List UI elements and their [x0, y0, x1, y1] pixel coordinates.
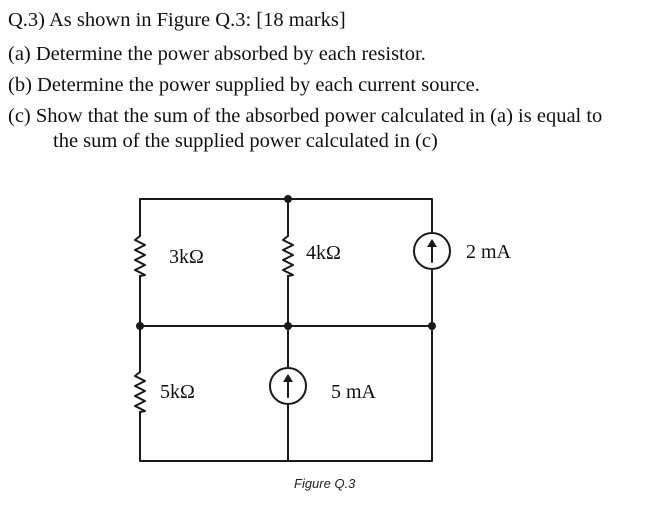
node-mid-left: [136, 322, 144, 330]
question-header: Q.3) As shown in Figure Q.3: [18 marks]: [8, 9, 346, 31]
resistor-4k: [282, 235, 294, 277]
label-5ma: 5 mA: [331, 381, 377, 403]
question-part-c-line1: (c) Show that the sum of the absorbed po…: [8, 105, 603, 127]
label-3k: 3kΩ: [169, 246, 204, 268]
question-part-b: (b) Determine the power supplied by each…: [8, 74, 480, 96]
figure-caption: Figure Q.3: [294, 476, 356, 491]
label-5k: 5kΩ: [160, 381, 195, 403]
arrow-head-2ma: [427, 239, 437, 247]
node-mid-right: [428, 322, 436, 330]
label-4k: 4kΩ: [306, 242, 341, 264]
wire-top: [139, 198, 433, 234]
current-source-5ma: [269, 367, 307, 405]
node-top-center: [284, 195, 292, 203]
label-2ma: 2 mA: [466, 241, 512, 263]
resistor-5k: [134, 371, 146, 413]
resistor-3k: [134, 235, 146, 277]
arrow-head-5ma: [283, 374, 293, 382]
question-part-c-line2: the sum of the supplied power calculated…: [53, 130, 438, 152]
current-source-2ma: [413, 232, 451, 270]
question-part-a: (a) Determine the power absorbed by each…: [8, 43, 426, 65]
wire-left-lower: [139, 268, 433, 462]
node-mid-center: [284, 322, 292, 330]
